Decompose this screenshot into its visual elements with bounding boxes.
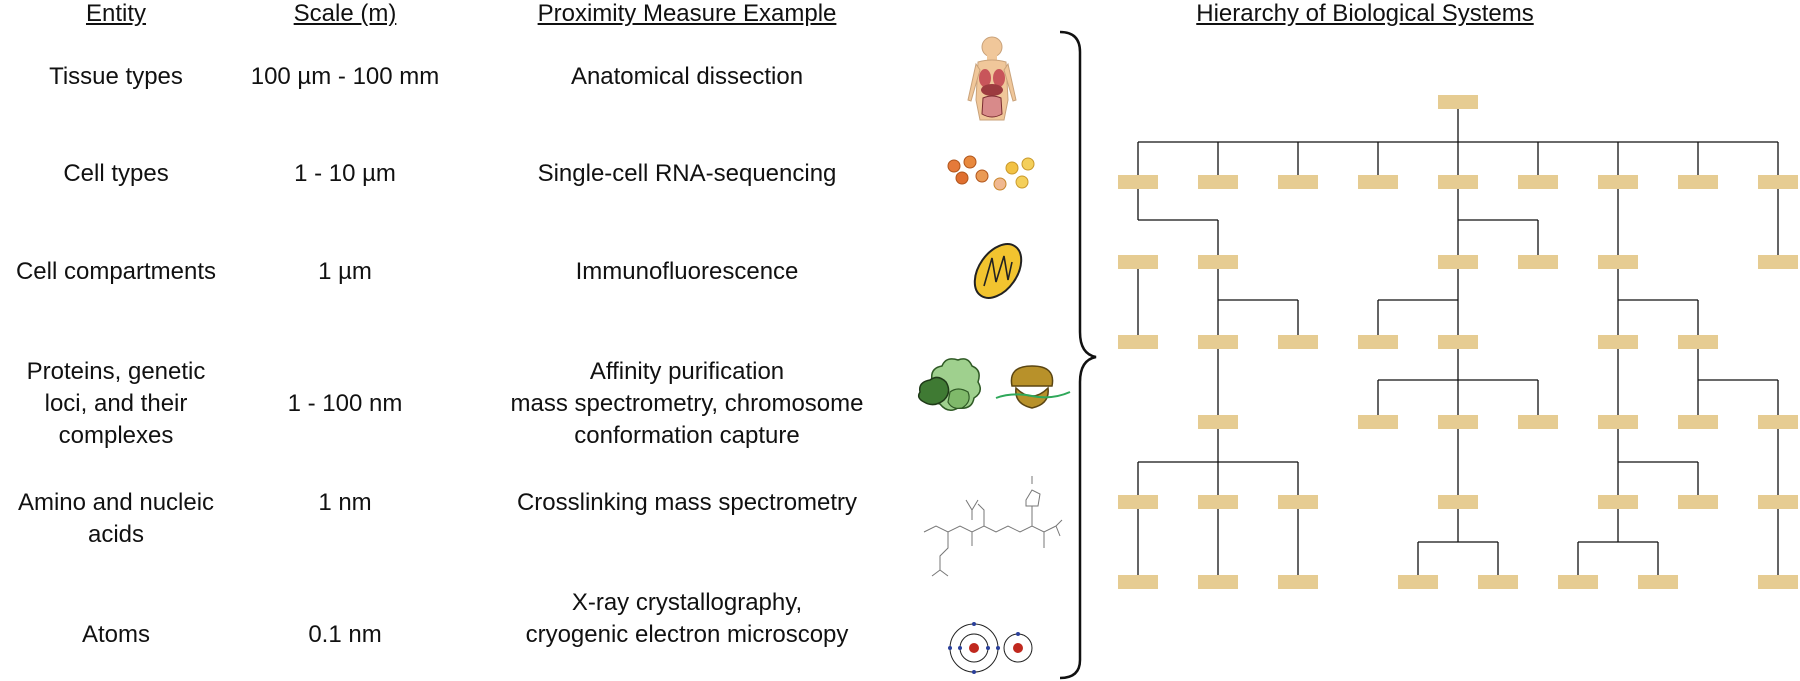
tree-node bbox=[1438, 415, 1478, 429]
tree-node bbox=[1118, 175, 1158, 189]
proximity-atoms-line-2: cryogenic electron microscopy bbox=[525, 621, 849, 648]
tree-node bbox=[1678, 335, 1718, 349]
tree-node bbox=[1198, 335, 1238, 349]
hierarchy-header: Hierarchy of Biological Systems bbox=[1196, 0, 1534, 27]
tree-node bbox=[1438, 95, 1478, 109]
hierarchy-tree bbox=[1118, 95, 1798, 589]
scale-cell-types: 1 - 10 µm bbox=[294, 160, 396, 187]
tree-node bbox=[1278, 335, 1318, 349]
proximity-atoms-line-1: X-ray crystallography, bbox=[571, 589, 803, 616]
proximity-cell-types: Single-cell RNA-sequencing bbox=[537, 160, 837, 187]
entity-tissue-types: Tissue types bbox=[49, 63, 183, 90]
entity-atoms: Atoms bbox=[81, 621, 150, 648]
tree-node bbox=[1198, 575, 1238, 589]
tree-node bbox=[1518, 255, 1558, 269]
entity-proteins-line-2: loci, and their bbox=[44, 390, 188, 417]
tree-node bbox=[1758, 415, 1798, 429]
cells-icon bbox=[947, 155, 1035, 191]
tree-node bbox=[1518, 415, 1558, 429]
entity-cell-compartments: Cell compartments bbox=[15, 258, 217, 285]
tree-node bbox=[1438, 335, 1478, 349]
curly-bracket bbox=[1059, 30, 1097, 680]
mitochondrion-icon bbox=[973, 243, 1023, 299]
tree-node bbox=[1598, 335, 1638, 349]
tree-node bbox=[1118, 495, 1158, 509]
scale-amino-nucleic: 1 nm bbox=[318, 489, 372, 516]
tree-node bbox=[1198, 255, 1238, 269]
molecule-structure-icon bbox=[923, 476, 1063, 577]
tree-node bbox=[1598, 175, 1638, 189]
human-anatomy-icon bbox=[967, 36, 1017, 121]
tree-node bbox=[1198, 415, 1238, 429]
tree-node bbox=[1118, 255, 1158, 269]
tree-node bbox=[1358, 335, 1398, 349]
entity-amino-line-2: acids bbox=[87, 521, 145, 548]
tree-node bbox=[1278, 495, 1318, 509]
proximity-atoms: X-ray crystallography, cryogenic electro… bbox=[462, 587, 912, 651]
scale-proteins: 1 - 100 nm bbox=[287, 390, 403, 417]
tree-node bbox=[1638, 575, 1678, 589]
atom-icon bbox=[948, 622, 1033, 674]
proximity-proteins-line-1: Affinity purification bbox=[589, 358, 785, 385]
tree-node bbox=[1598, 255, 1638, 269]
scale-tissue-types: 100 µm - 100 mm bbox=[250, 63, 440, 90]
tree-node bbox=[1758, 575, 1798, 589]
tree-node bbox=[1118, 335, 1158, 349]
tree-node bbox=[1758, 175, 1798, 189]
proximity-proteins: Affinity purification mass spectrometry,… bbox=[462, 356, 912, 452]
protein-complex-icon bbox=[917, 358, 1071, 411]
scale-header: Scale (m) bbox=[293, 0, 397, 27]
scale-cell-compartments: 1 µm bbox=[318, 258, 372, 285]
tree-node bbox=[1438, 255, 1478, 269]
entity-header: Entity bbox=[85, 0, 147, 27]
proximity-cell-compartments: Immunofluorescence bbox=[575, 258, 799, 285]
proximity-amino-nucleic: Crosslinking mass spectrometry bbox=[516, 489, 858, 516]
tree-node bbox=[1678, 495, 1718, 509]
tree-node bbox=[1198, 175, 1238, 189]
tree-node bbox=[1758, 255, 1798, 269]
proximity-proteins-line-2: mass spectrometry, chromosome bbox=[510, 390, 864, 417]
proximity-proteins-line-3: conformation capture bbox=[574, 422, 800, 449]
tree-node bbox=[1278, 175, 1318, 189]
tree-node bbox=[1678, 415, 1718, 429]
tree-node bbox=[1398, 575, 1438, 589]
tree-node bbox=[1518, 175, 1558, 189]
tree-node bbox=[1198, 495, 1238, 509]
tree-node bbox=[1118, 575, 1158, 589]
tree-node bbox=[1438, 495, 1478, 509]
entity-proteins-line-1: Proteins, genetic bbox=[26, 358, 206, 385]
proximity-header: Proximity Measure Example bbox=[537, 0, 837, 27]
entity-amino-line-1: Amino and nucleic bbox=[17, 489, 215, 516]
tree-node bbox=[1438, 175, 1478, 189]
tree-node bbox=[1758, 495, 1798, 509]
entity-cell-types: Cell types bbox=[63, 160, 169, 187]
entity-proteins: Proteins, genetic loci, and their comple… bbox=[0, 356, 232, 452]
tree-node bbox=[1358, 175, 1398, 189]
tree-node bbox=[1358, 415, 1398, 429]
proximity-tissue-types: Anatomical dissection bbox=[570, 63, 804, 90]
tree-node bbox=[1478, 575, 1518, 589]
tree-node bbox=[1678, 175, 1718, 189]
tree-node bbox=[1278, 575, 1318, 589]
scale-atoms: 0.1 nm bbox=[308, 621, 382, 648]
entity-proteins-line-3: complexes bbox=[58, 422, 174, 449]
tree-node bbox=[1598, 415, 1638, 429]
tree-node bbox=[1558, 575, 1598, 589]
tree-node bbox=[1598, 495, 1638, 509]
entity-amino-nucleic: Amino and nucleic acids bbox=[0, 487, 232, 551]
